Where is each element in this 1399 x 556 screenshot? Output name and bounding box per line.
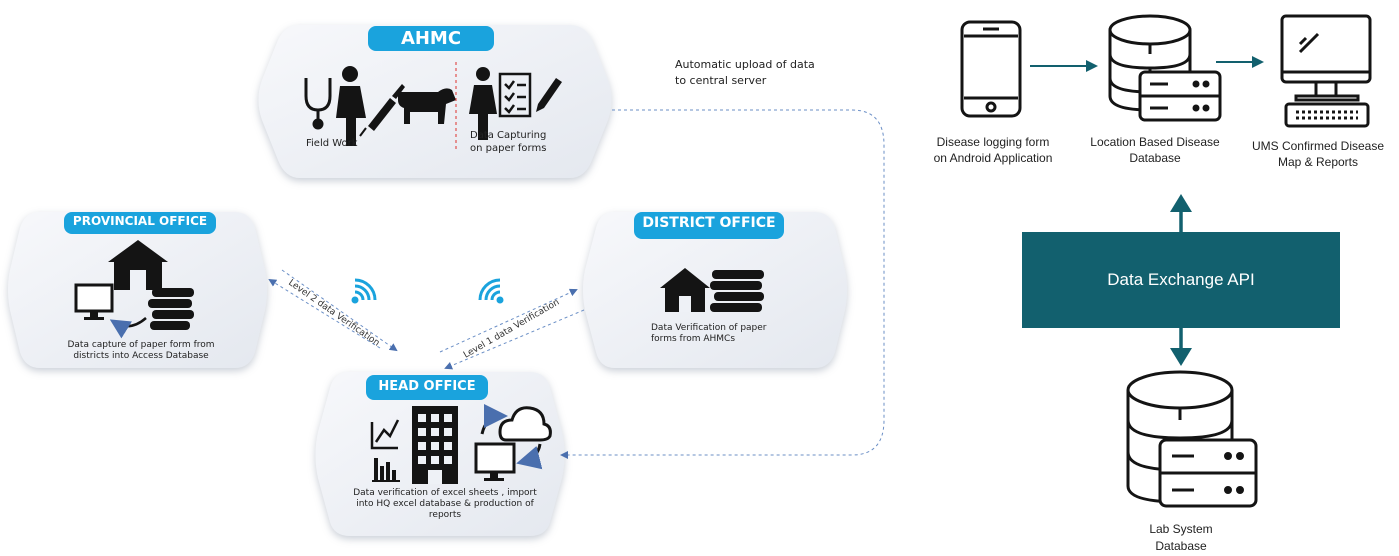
level2-arrow-down [281, 269, 398, 352]
arrow-phone-to-db [1030, 60, 1098, 72]
android-label-2: on Android Application [933, 151, 1053, 165]
district-books-icon [710, 270, 764, 312]
level1-arrow-down [444, 309, 585, 370]
building-icon [412, 406, 458, 484]
syringe-icon [359, 84, 405, 137]
computer-icon [74, 283, 114, 320]
android-label-1: Disease logging form [936, 135, 1050, 149]
location-db-label-1: Location Based Disease [1090, 135, 1220, 149]
field-work-label: Field Work [306, 138, 358, 149]
head-office-desc-3: reports [428, 510, 462, 520]
ums-label-2: Map & Reports [1277, 155, 1359, 169]
arrow-api-to-db [1170, 194, 1192, 232]
level1-arrow-up [439, 288, 578, 353]
upload-note-line-1: Automatic upload of data [675, 58, 815, 71]
upload-connector [560, 109, 885, 459]
clerk-icon [469, 67, 497, 140]
monitor-icon [474, 442, 543, 481]
lab-database-icon [1126, 370, 1258, 508]
location-db-label-2: Database [1129, 151, 1181, 165]
ahmc-title: AHMC [400, 28, 462, 49]
house-icon [108, 240, 168, 290]
lab-system-label-2: Database [1155, 539, 1207, 553]
head-office-desc-1: Data verification of excel sheets , impo… [353, 488, 537, 498]
curved-arrow-icon [109, 317, 147, 339]
bar-chart-icon [372, 458, 400, 482]
stethoscope-icon [304, 78, 332, 130]
data-capturing-label-2: on paper forms [470, 143, 547, 154]
books-icon [148, 288, 194, 330]
checklist-icon [498, 72, 532, 118]
head-office-title: HEAD OFFICE [378, 379, 476, 394]
district-office-banner [634, 212, 784, 239]
upload-note-line-2: to central server [675, 74, 767, 87]
head-office-banner [366, 375, 488, 400]
pencil-icon [536, 78, 562, 112]
provincial-office-banner [64, 212, 216, 234]
lab-system-label-1: Lab System [1149, 522, 1213, 536]
line-chart-icon [370, 419, 400, 450]
ums-label-1: UMS Confirmed Disease [1251, 139, 1385, 153]
cow-icon [398, 88, 456, 124]
district-house-icon [660, 268, 710, 312]
data-exchange-api-label: Data Exchange API [1107, 270, 1255, 289]
data-capturing-label-1: Data Capturing [470, 130, 547, 141]
provincial-desc-2: districts into Access Database [73, 351, 209, 361]
smartphone-icon [960, 20, 1022, 118]
provincial-desc-1: Data capture of paper form from [67, 340, 215, 350]
head-office-desc-2: into HQ excel database & production of [356, 499, 534, 509]
district-office-title: DISTRICT OFFICE [642, 215, 776, 231]
provincial-office-title: PROVINCIAL OFFICE [72, 214, 208, 228]
desktop-computer-icon [1280, 14, 1372, 128]
ahmc-banner [368, 26, 494, 51]
doctor-icon [336, 66, 366, 146]
wifi-icon-right [478, 278, 504, 304]
arrow-api-to-lab [1170, 328, 1192, 366]
district-desc-2: forms from AHMCs [651, 334, 736, 344]
wifi-icon-left [351, 278, 377, 304]
arrow-db-to-ums [1216, 56, 1264, 68]
district-desc-1: Data Verification of paper [651, 323, 767, 333]
data-exchange-api-box: Data Exchange API [1022, 232, 1340, 328]
cloud-sync-icon [480, 404, 552, 442]
database-icon [1108, 14, 1222, 122]
